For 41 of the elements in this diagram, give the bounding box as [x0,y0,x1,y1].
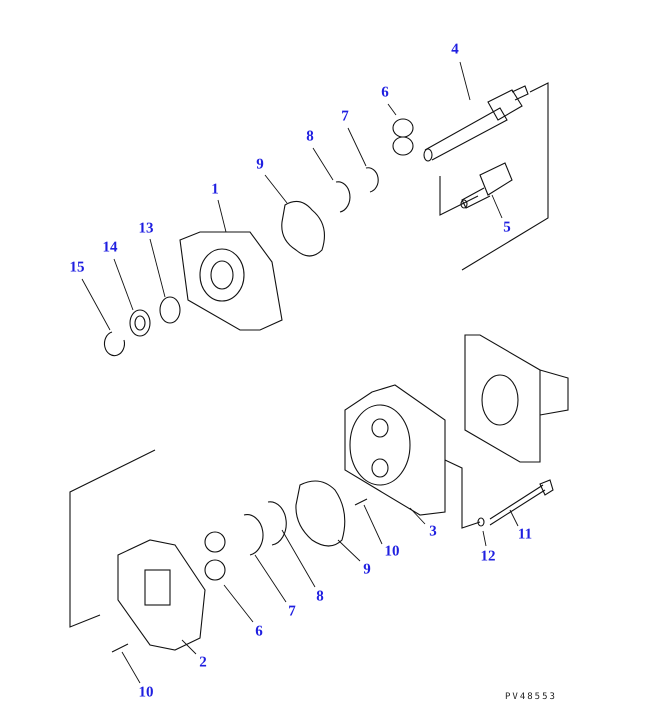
leader-line [388,104,396,116]
callout-number: 6 [255,624,263,640]
callout-number: 9 [363,562,371,578]
leader-line [150,238,166,298]
leader-line [510,510,518,526]
callout-number: 13 [138,222,154,236]
leader-line [224,584,254,622]
leader-line [114,258,134,310]
leader-line [182,640,196,654]
callout-number: 10 [138,686,154,700]
leader-line [122,652,140,684]
leader-line [364,504,382,544]
callout-number: 8 [316,590,324,604]
callout-number: 2 [199,656,207,670]
callout-number: 10 [384,544,400,560]
drawing-number: PV48553 [505,692,557,702]
callout-number: 4 [451,42,459,58]
callout-number: 7 [341,110,349,124]
callout-number: 1 [211,182,219,198]
callout-number: 14 [102,240,118,256]
leader-line [460,62,470,100]
callout-number: 7 [288,604,296,620]
leader-line [338,540,360,562]
callout-number: 5 [503,220,511,236]
leader-line [482,530,486,546]
callout-number: 15 [70,260,84,276]
callout-number: 3 [429,524,437,540]
callout-number: 11 [518,528,532,542]
leader-line [264,174,288,204]
leader-line [82,278,110,330]
leader-line [254,554,286,602]
leader-line [492,194,502,218]
leader-line [312,148,334,180]
leader-line [410,508,426,524]
leader-line [348,128,366,166]
callout-number: 8 [306,130,314,144]
leader-line [218,200,226,232]
callout-number: 6 [381,86,389,100]
callout-number: 12 [480,550,496,564]
leader-line [282,530,316,588]
callout-number: 9 [256,158,264,172]
